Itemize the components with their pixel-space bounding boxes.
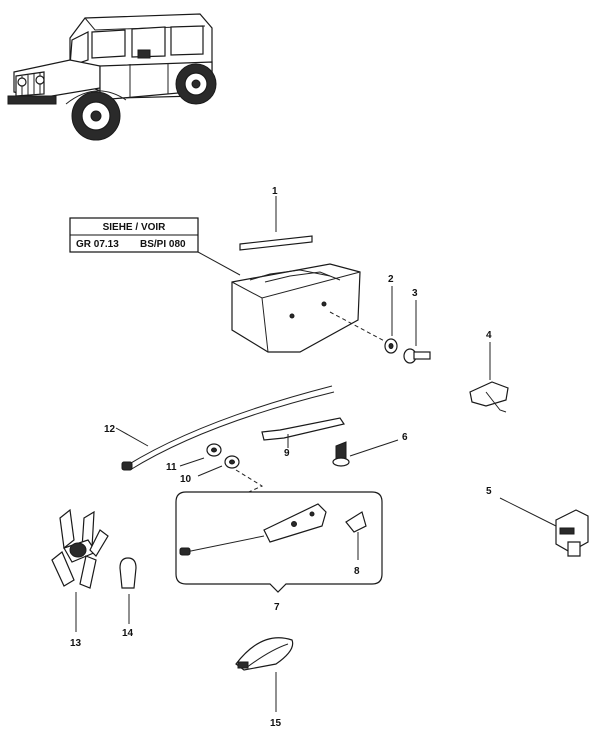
callout-6: 6 xyxy=(402,432,408,443)
callout-1: 1 xyxy=(272,186,278,197)
callout-8: 8 xyxy=(354,566,360,577)
callout-14: 14 xyxy=(122,628,134,639)
reference-box: SIEHE / VOIR GR 07.13 BS/PI 080 xyxy=(69,217,241,276)
part-screw-2 xyxy=(332,439,399,467)
callout-11: 11 xyxy=(166,462,177,473)
part-switch xyxy=(499,497,589,557)
reference-box-ref-left: GR 07.13 xyxy=(76,239,119,250)
part-trim-strip xyxy=(239,196,313,251)
part-bulb xyxy=(119,557,137,624)
reference-box-header: SIEHE / VOIR xyxy=(103,222,167,233)
part-strap xyxy=(261,417,345,448)
part-bulb-socket xyxy=(51,508,109,632)
callout-7: 7 xyxy=(274,602,280,613)
part-screw xyxy=(403,300,431,364)
vehicle-illustration xyxy=(7,13,217,141)
callout-3: 3 xyxy=(412,288,418,299)
callout-12: 12 xyxy=(104,424,116,435)
part-nut xyxy=(179,443,222,467)
callout-9: 9 xyxy=(284,448,290,459)
assembly-box xyxy=(175,491,383,593)
callout-labels: 1 2 3 4 5 6 7 8 9 10 11 12 13 14 15 xyxy=(70,186,492,729)
part-washer xyxy=(384,286,398,354)
callout-10: 10 xyxy=(180,474,192,485)
part-bracket-clip xyxy=(469,342,509,413)
reference-box-ref-right: BS/PI 080 xyxy=(140,239,186,250)
callout-4: 4 xyxy=(486,330,492,341)
part-cable-tie xyxy=(235,637,294,712)
part-cable xyxy=(115,385,335,471)
callout-15: 15 xyxy=(270,718,282,729)
callout-13: 13 xyxy=(70,638,82,649)
part-console-housing xyxy=(231,263,391,353)
callout-2: 2 xyxy=(388,274,394,285)
callout-5: 5 xyxy=(486,486,492,497)
